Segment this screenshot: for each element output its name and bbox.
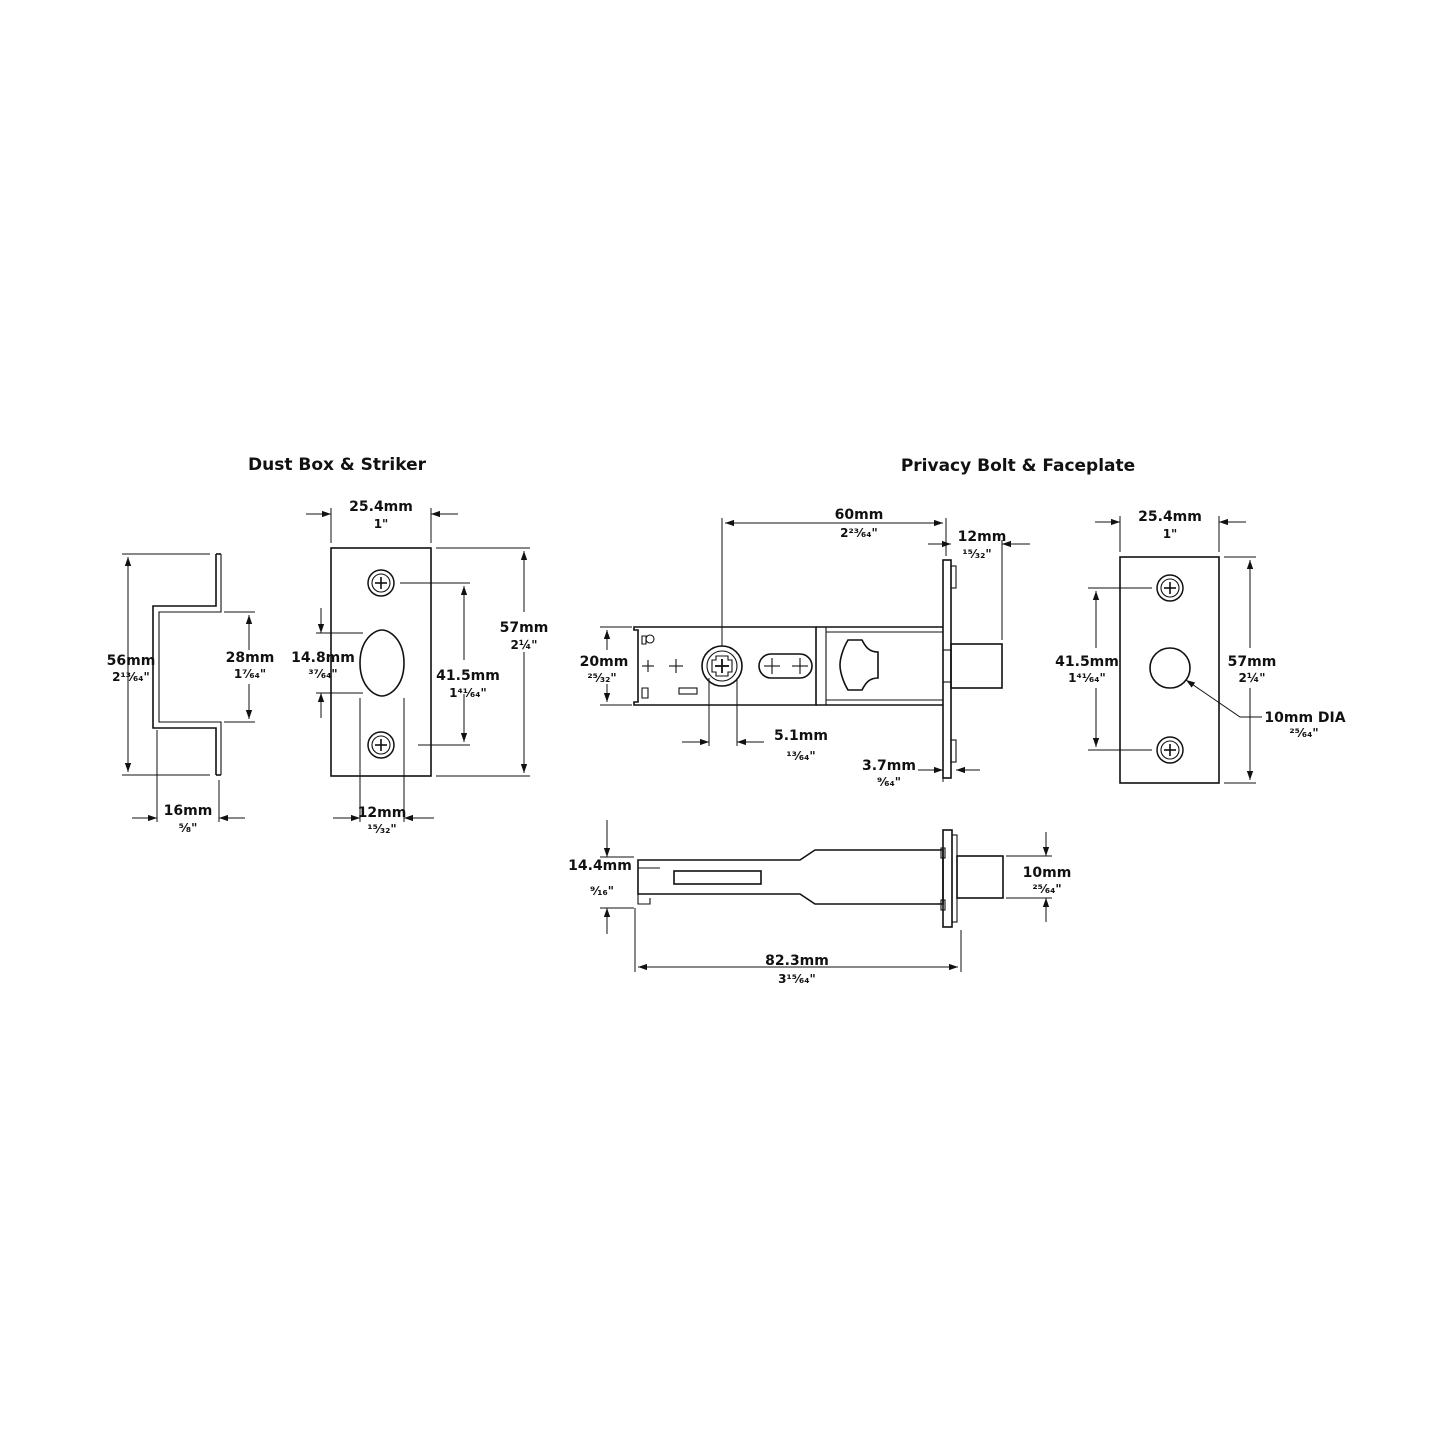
label-overall-length-mm: 82.3mm — [765, 953, 829, 969]
label-dustbox-height-inch: 2¹³⁄₆₄" — [112, 670, 150, 684]
label-overall-length-inch: 3¹⁵⁄₆₄" — [778, 972, 816, 986]
dim-spindle — [682, 678, 764, 746]
label-bolt-side-inch: ²⁵⁄₆₄" — [1032, 882, 1061, 896]
dim-faceplate-thickness — [918, 766, 980, 782]
label-side-height-inch: ⁹⁄₁₆" — [590, 884, 614, 898]
label-faceplate-width-mm: 25.4mm — [1138, 509, 1202, 525]
label-faceplate-thickness-inch: ⁹⁄₆₄" — [877, 775, 901, 789]
label-faceplate-thickness-mm: 3.7mm — [862, 758, 916, 774]
label-striker-width-inch: 1" — [374, 517, 389, 531]
faceplate-front — [1119, 556, 1220, 784]
label-dustbox-inner-inch: 1⁷⁄₆₄" — [234, 667, 266, 681]
spindle-hub-icon — [701, 645, 743, 687]
privacy-bolt-body — [633, 626, 943, 706]
label-body-height-mm: 20mm — [580, 654, 629, 670]
label-side-height-mm: 14.4mm — [568, 858, 632, 874]
label-spindle-mm: 5.1mm — [774, 728, 828, 744]
screw-icon — [1156, 736, 1184, 764]
dim-body-height — [600, 626, 632, 706]
dust-box-profile — [152, 553, 222, 776]
label-striker-hole-mm: 14.8mm — [291, 650, 355, 666]
label-striker-height-mm: 57mm — [500, 620, 549, 636]
dim-striker-screw-spacing — [400, 582, 470, 746]
privacy-bolt-faceplate-edge — [942, 559, 1003, 779]
dim-dustbox-height — [122, 553, 210, 776]
label-faceplate-spacing-inch: 1⁴¹⁄₆₄" — [1068, 671, 1106, 685]
label-faceplate-height-mm: 57mm — [1228, 654, 1277, 670]
dim-striker-offset — [333, 698, 434, 822]
label-bolt-diameter-inch: ²⁵⁄₆₄" — [1289, 726, 1318, 740]
dim-faceplate-width — [1095, 516, 1246, 552]
dim-bolt-throw — [928, 540, 1030, 640]
label-dustbox-depth-inch: ⁵⁄₈" — [179, 821, 198, 835]
title-privacy-bolt-faceplate: Privacy Bolt & Faceplate — [901, 456, 1135, 476]
label-striker-offset-inch: ¹⁵⁄₃₂" — [367, 822, 396, 836]
label-striker-hole-inch: ³⁷⁄₆₄" — [308, 667, 337, 681]
label-dustbox-height-mm: 56mm — [107, 653, 156, 669]
label-bolt-throw-inch: ¹⁵⁄₃₂" — [962, 547, 991, 561]
leader-bolt-diameter — [1185, 679, 1262, 718]
dim-faceplate-screw-spacing — [1088, 587, 1152, 751]
dim-faceplate-height — [1224, 556, 1256, 784]
privacy-bolt-side — [637, 829, 1004, 928]
screw-icon — [1156, 574, 1184, 602]
label-striker-spacing-inch: 1⁴¹⁄₆₄" — [449, 686, 487, 700]
dim-striker-width — [306, 508, 458, 543]
dim-dustbox-depth — [132, 730, 245, 822]
title-dust-box-striker: Dust Box & Striker — [248, 455, 427, 475]
label-faceplate-width-inch: 1" — [1163, 527, 1178, 541]
label-backset-mm: 60mm — [835, 507, 884, 523]
label-bolt-side-mm: 10mm — [1023, 865, 1072, 881]
label-striker-offset-mm: 12mm — [358, 805, 407, 821]
dim-striker-hole — [316, 608, 363, 718]
label-dustbox-inner-mm: 28mm — [226, 650, 275, 666]
dim-dustbox-inner-height — [224, 611, 255, 723]
dim-bolt-side — [1006, 832, 1052, 922]
label-spindle-inch: ¹³⁄₆₄" — [786, 749, 815, 763]
label-striker-spacing-mm: 41.5mm — [436, 668, 500, 684]
label-body-height-inch: ²⁵⁄₃₂" — [587, 671, 616, 685]
label-faceplate-spacing-mm: 41.5mm — [1055, 654, 1119, 670]
dim-side-height — [600, 820, 634, 934]
label-dustbox-depth-mm: 16mm — [164, 803, 213, 819]
screw-icon — [367, 731, 395, 759]
dim-backset — [721, 518, 947, 646]
label-striker-height-inch: 2¼" — [510, 638, 537, 652]
label-backset-inch: 2²³⁄₆₄" — [840, 526, 878, 540]
label-striker-width-mm: 25.4mm — [349, 499, 413, 515]
screw-icon — [367, 569, 395, 597]
label-faceplate-height-inch: 2¼" — [1238, 671, 1265, 685]
label-bolt-diameter-mm: 10mm DIA — [1264, 710, 1345, 726]
label-bolt-throw-mm: 12mm — [958, 529, 1007, 545]
striker-plate — [330, 547, 432, 777]
dim-striker-height — [436, 547, 530, 777]
dim-overall-length — [634, 908, 962, 972]
